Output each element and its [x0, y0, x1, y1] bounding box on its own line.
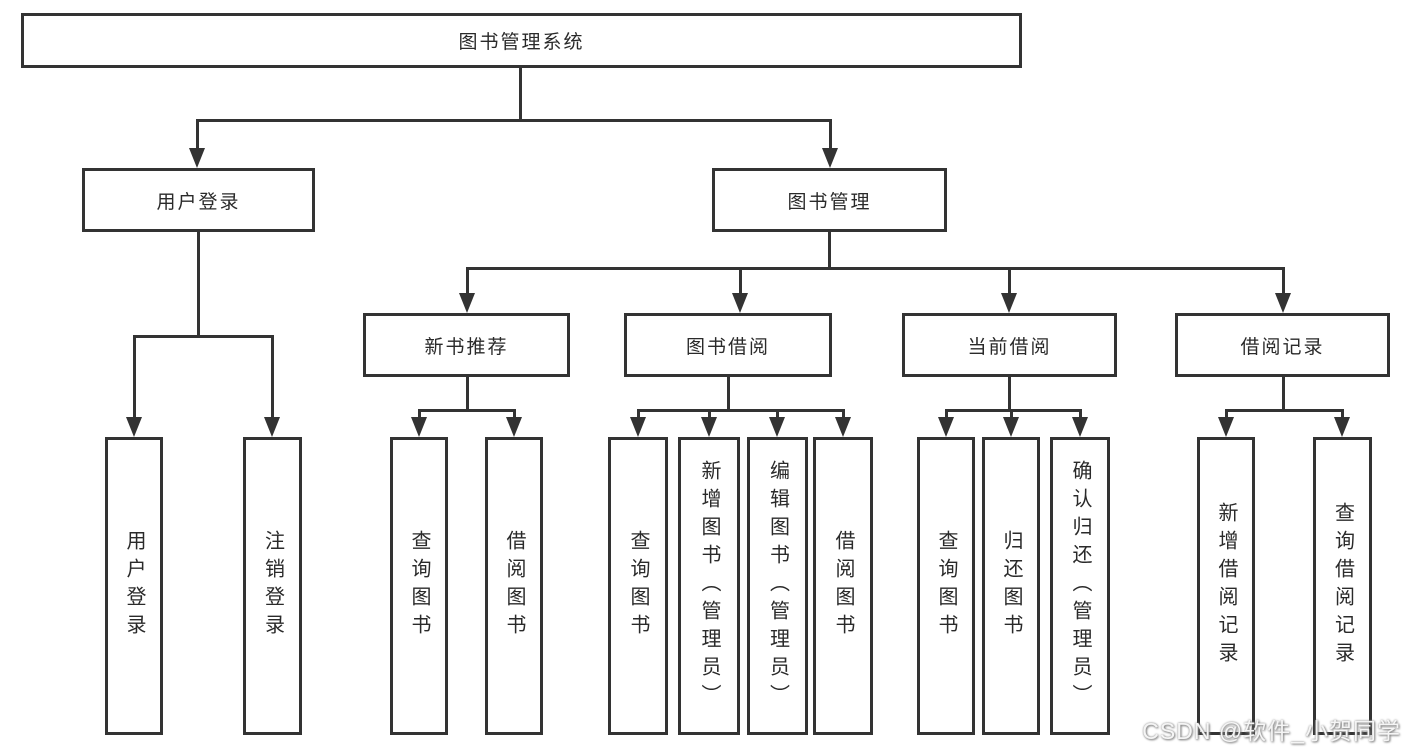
connector-line [132, 335, 136, 421]
connector-line [418, 408, 516, 412]
node-new-book-recommend: 新书推荐 [363, 313, 570, 377]
leaf-borrow-books-recommend: 借阅图书 [485, 437, 543, 735]
connector-line [195, 119, 199, 152]
connector-line [636, 409, 640, 421]
connector-line [637, 408, 845, 412]
connector-line [1009, 409, 1013, 421]
leaf-return-books: 归还图书 [982, 437, 1040, 735]
arrowhead-icon [264, 417, 280, 437]
leaf-label: 新增图书（管理员） [698, 460, 720, 712]
arrowhead-icon [630, 417, 646, 437]
connector-line [1007, 267, 1011, 296]
arrowhead-icon [1334, 417, 1350, 437]
node-label: 当前借阅 [967, 336, 1052, 358]
connector-line [828, 119, 832, 152]
connector-line [738, 267, 742, 296]
node-label: 新书推荐 [424, 336, 509, 358]
leaf-add-borrow-record: 新增借阅记录 [1197, 437, 1255, 735]
node-label: 借阅记录 [1240, 336, 1325, 358]
leaf-label: 查询图书 [408, 530, 430, 642]
node-borrowing-records: 借阅记录 [1175, 313, 1390, 377]
arrowhead-icon [1072, 417, 1088, 437]
leaf-borrow-books-borrowing: 借阅图书 [813, 437, 873, 735]
arrowhead-icon [506, 417, 522, 437]
connector-line [417, 409, 421, 421]
connector-line [196, 232, 200, 337]
connector-line [827, 232, 831, 269]
connector-line [1078, 409, 1082, 421]
leaf-label: 归还图书 [1000, 530, 1022, 642]
node-user-login: 用户登录 [82, 168, 315, 232]
arrowhead-icon [732, 293, 748, 313]
arrowhead-icon [189, 148, 205, 168]
connector-line [1225, 408, 1344, 412]
connector-line [465, 377, 469, 411]
arrowhead-icon [459, 293, 475, 313]
leaf-user-login: 用户登录 [105, 437, 163, 735]
arrowhead-icon [1003, 417, 1019, 437]
arrowhead-icon [126, 417, 142, 437]
watermark: CSDN @软件_小贺同学 [1142, 718, 1401, 744]
leaf-query-books-recommend: 查询图书 [390, 437, 448, 735]
leaf-confirm-return-admin: 确认归还（管理员） [1050, 437, 1110, 735]
connector-line [465, 267, 469, 296]
node-label: 图书管理 [787, 191, 872, 213]
connector-line [1224, 409, 1228, 421]
connector-line [841, 409, 845, 421]
leaf-label: 确认归还（管理员） [1069, 460, 1091, 712]
leaf-query-books-current: 查询图书 [917, 437, 975, 735]
leaf-label: 查询图书 [627, 530, 649, 642]
connector-line [518, 68, 522, 121]
leaf-label: 借阅图书 [503, 530, 525, 642]
arrowhead-icon [822, 148, 838, 168]
connector-line [512, 409, 516, 421]
node-book-management: 图书管理 [712, 168, 947, 232]
arrowhead-icon [769, 417, 785, 437]
connector-line [466, 266, 1285, 270]
connector-line [945, 408, 1082, 412]
leaf-label: 编辑图书（管理员） [766, 460, 789, 712]
leaf-logout: 注销登录 [243, 437, 302, 735]
arrowhead-icon [835, 417, 851, 437]
node-label: 图书管理系统 [458, 32, 585, 53]
leaf-label: 查询图书 [935, 530, 957, 642]
connector-line [726, 377, 730, 411]
connector-line [944, 409, 948, 421]
arrowhead-icon [938, 417, 954, 437]
connector-line [196, 118, 832, 122]
leaf-add-books-admin: 新增图书（管理员） [678, 437, 740, 735]
connector-line [707, 409, 711, 421]
connector-line [133, 334, 274, 338]
arrowhead-icon [1275, 293, 1291, 313]
leaf-label: 借阅图书 [832, 530, 854, 642]
node-label: 图书借阅 [685, 336, 770, 358]
leaf-label: 用户登录 [123, 530, 145, 642]
connector-line [270, 335, 274, 421]
arrowhead-icon [1001, 293, 1017, 313]
leaf-label: 新增借阅记录 [1215, 502, 1237, 670]
arrowhead-icon [1218, 417, 1234, 437]
connector-line [1340, 409, 1344, 421]
leaf-label: 查询借阅记录 [1331, 502, 1354, 670]
connector-line [1281, 267, 1285, 296]
node-label: 用户登录 [156, 191, 241, 213]
leaf-label: 注销登录 [261, 530, 284, 642]
arrowhead-icon [411, 417, 427, 437]
connector-line [1281, 377, 1285, 411]
arrowhead-icon [701, 417, 717, 437]
node-library-management-system: 图书管理系统 [21, 13, 1022, 68]
connector-line [1007, 377, 1011, 411]
leaf-query-borrow-record: 查询借阅记录 [1313, 437, 1372, 735]
node-book-borrowing: 图书借阅 [624, 313, 832, 377]
node-current-borrowing: 当前借阅 [902, 313, 1117, 377]
leaf-edit-books-admin: 编辑图书（管理员） [747, 437, 808, 735]
connector-line [775, 409, 779, 421]
leaf-query-books-borrowing: 查询图书 [608, 437, 668, 735]
